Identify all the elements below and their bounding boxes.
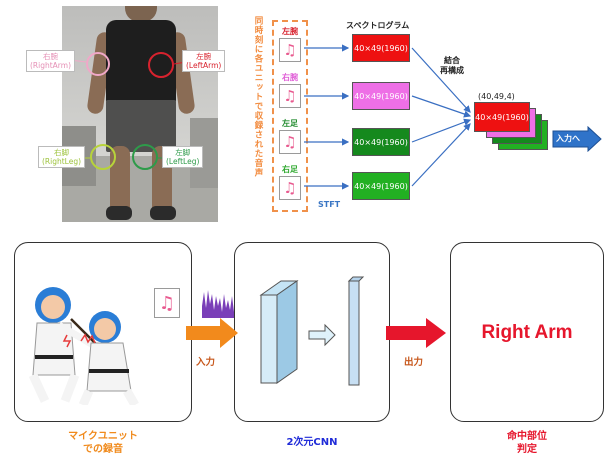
input-arrow-shape (552, 126, 602, 152)
left-arm-label-en: (LeftArm) (186, 61, 222, 70)
cnn-layers-illustration (259, 276, 365, 386)
music-note-icon: ♫ (154, 288, 180, 318)
left-arm-sensor-ring (148, 52, 174, 78)
merge-label-line1: 結合 (444, 56, 460, 65)
input-arrow-label: 入力へ (556, 134, 580, 143)
judgment-box (450, 242, 604, 422)
simultaneous-recording-caption: 同時刻に各ユニットで収録された音声 (253, 16, 263, 178)
merge-label-line2: 再構成 (440, 66, 464, 75)
recording-caption-line2: での録音 (83, 444, 123, 455)
audio-units-dashed-box (272, 20, 308, 212)
spectrogram-title: スペクトログラム (346, 21, 410, 30)
hit-result-text: Right Arm (481, 322, 573, 343)
judgment-caption-line1: 命中部位 (507, 431, 547, 442)
input-label: 入力 (196, 357, 216, 368)
music-note-icon: ♫ (279, 84, 301, 108)
spectrogram-left-leg: 40×49(1960) (352, 128, 410, 156)
right-arm-label-en: (RightArm) (30, 61, 71, 70)
athlete-shoe (150, 206, 176, 220)
left-leg-label-ja: 左脚 (175, 148, 191, 157)
music-note-icon: ♫ (279, 176, 301, 200)
recording-caption-line1: マイクユニット (68, 431, 138, 442)
unit-name-left-leg: 左足 (282, 119, 298, 128)
cnn-box (234, 242, 390, 422)
spectrogram-right-leg: 40×49(1960) (352, 172, 410, 200)
left-arm-label-ja: 左腕 (196, 52, 212, 61)
music-note-icon: ♫ (279, 38, 301, 62)
output-arrow (386, 318, 446, 348)
music-note-icon: ♫ (279, 130, 301, 154)
stft-label: STFT (318, 200, 341, 209)
stacked-spectrogram-front: 40×49(1960) (474, 102, 530, 132)
left-leg-label: 左脚 (LeftLeg) (162, 146, 204, 168)
stack-dims-label: (40,49,4) (478, 92, 515, 101)
recording-caption: マイクユニット での録音 (14, 430, 192, 456)
athlete-shorts (106, 100, 176, 152)
right-arm-label-ja: 右腕 (43, 52, 58, 61)
left-leg-label-en: (LeftLeg) (166, 157, 200, 166)
right-arm-label: 右腕 (RightArm) (26, 50, 75, 72)
unit-name-right-arm: 右腕 (282, 73, 298, 82)
spectrogram-right-arm: 40×49(1960) (352, 82, 410, 110)
left-leg-sensor-ring (132, 144, 158, 170)
cnn-caption: 2次元CNN (286, 437, 338, 448)
athlete-head (125, 6, 157, 22)
right-arm-sensor-ring (86, 52, 110, 76)
right-leg-label-ja: 右脚 (54, 148, 70, 157)
judgment-caption: 命中部位 判定 (450, 430, 604, 456)
recording-box (14, 242, 192, 422)
athlete-right-leg (110, 146, 130, 216)
judgment-caption-line2: 判定 (517, 444, 537, 455)
right-leg-sensor-ring (90, 144, 116, 170)
right-leg-label: 右脚 (RightLeg) (38, 146, 86, 168)
left-arm-label: 左腕 (LeftArm) (182, 50, 226, 72)
merge-label: 結合 再構成 (432, 56, 472, 76)
judo-athletes-illustration (28, 287, 139, 405)
input-arrow (186, 318, 238, 348)
right-leg-label-en: (RightLeg) (42, 157, 82, 166)
unit-name-right-leg: 右足 (282, 165, 298, 174)
output-label: 出力 (404, 357, 424, 368)
athlete-shoe (106, 206, 132, 220)
unit-name-left-arm: 左腕 (282, 27, 298, 36)
spectrogram-left-arm: 40×49(1960) (352, 34, 410, 62)
